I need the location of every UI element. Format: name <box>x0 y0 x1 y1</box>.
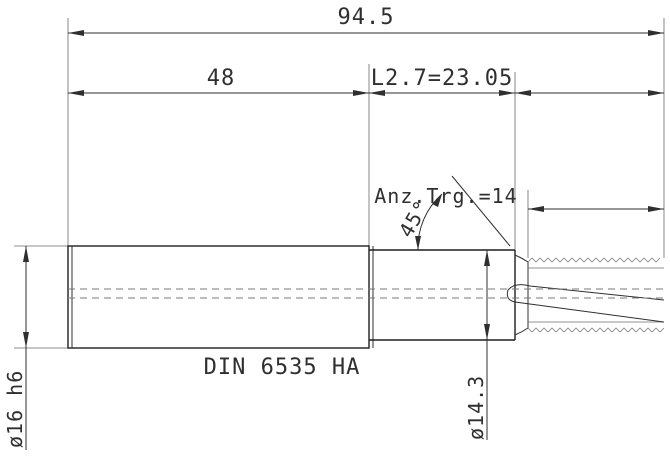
dimension-neck-diameter: ø14.3 <box>464 250 490 440</box>
dimension-teeth-count: Anz.Trg.=14 <box>374 184 664 212</box>
centerlines <box>68 288 664 299</box>
shank-length-text: 48 <box>207 66 236 91</box>
dimension-shank-diameter: ø16 h6 <box>3 246 29 450</box>
standard-label: DIN 6535 HA <box>204 355 361 380</box>
thread-length-text: L2.7=23.05 <box>371 66 513 91</box>
thread-section <box>506 257 665 333</box>
tool-neck <box>369 249 529 341</box>
teeth-count-text: Anz.Trg.=14 <box>374 184 517 208</box>
dimension-shank-length: 48 <box>68 66 369 96</box>
tool-shank <box>67 245 374 349</box>
overall-length-text: 94.5 <box>338 5 395 30</box>
shank-diameter-text: ø16 h6 <box>3 370 27 448</box>
dimension-thread-length: L2.7=23.05 <box>369 66 664 96</box>
dimension-overall-length: 94.5 <box>68 5 664 36</box>
neck-diameter-text: ø14.3 <box>464 375 488 440</box>
extension-lines <box>14 18 665 349</box>
